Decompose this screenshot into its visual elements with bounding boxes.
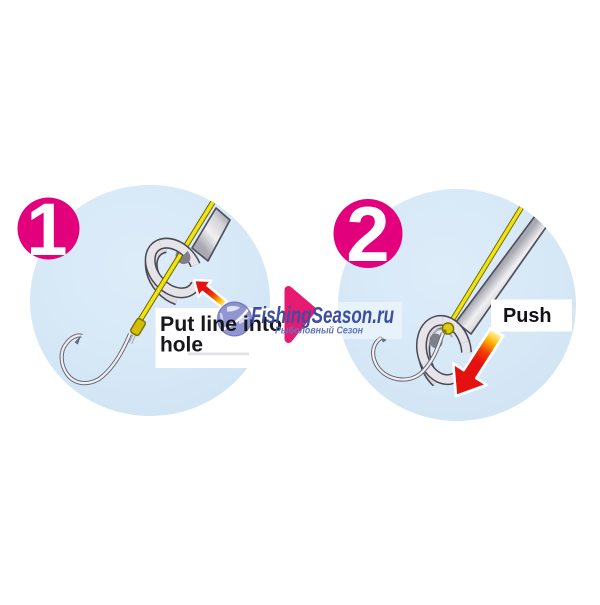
svg-text:Рыболовный Сезон: Рыболовный Сезон (275, 325, 364, 337)
svg-text:Push: Push (503, 304, 552, 327)
svg-text:hole: hole (160, 334, 203, 357)
svg-text:2: 2 (346, 190, 389, 278)
svg-text:Put line into: Put line into (160, 313, 282, 336)
svg-text:1: 1 (26, 188, 67, 271)
svg-text:FishingSeason.ru: FishingSeason.ru (251, 302, 394, 328)
